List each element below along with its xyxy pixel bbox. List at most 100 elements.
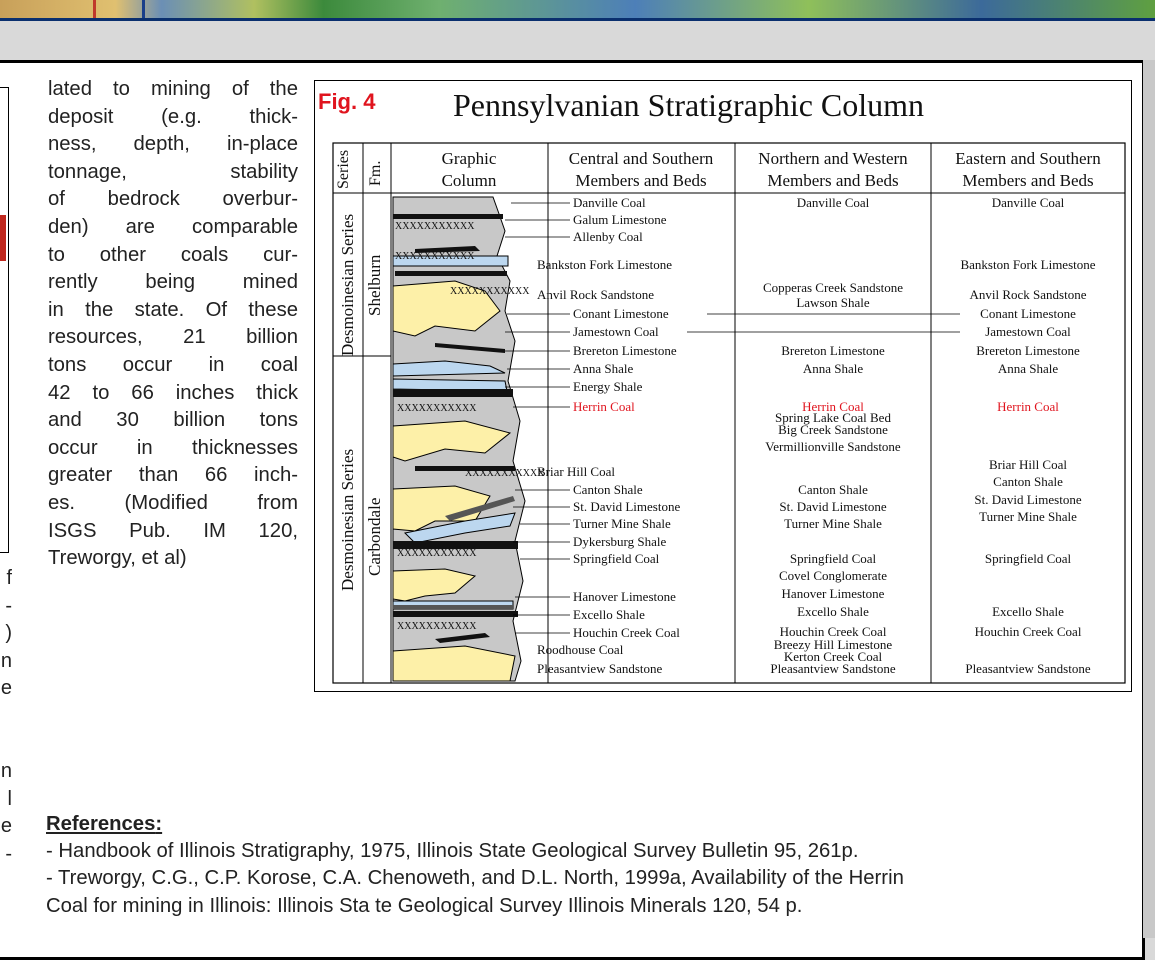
body-line: resources, 21 billion: [48, 326, 298, 349]
eastern-unit: Springfield Coal: [985, 551, 1072, 566]
stratigraphic-figure: Fig. 4 Pennsylvanian Stratigraphic Colum…: [314, 80, 1132, 692]
eastern-unit: Danville Coal: [992, 195, 1065, 210]
northern-unit: Kerton Creek Coal: [784, 649, 883, 664]
central-unit: Anna Shale: [573, 361, 634, 376]
eastern-unit: Canton Shale: [993, 474, 1063, 489]
body-line: greater than 66 inch-: [48, 464, 298, 487]
central-unit: Excello Shale: [573, 607, 645, 622]
eastern-unit: Excello Shale: [992, 604, 1064, 619]
northern-unit: Canton Shale: [798, 482, 868, 497]
central-unit: Pleasantview Sandstone: [537, 661, 663, 676]
eastern-unit: Conant Limestone: [980, 306, 1076, 321]
coal-bed: [435, 343, 505, 353]
central-unit: Springfield Coal: [573, 551, 660, 566]
northern-unit: Lawson Shale: [796, 295, 870, 310]
sandstone-body: [392, 485, 491, 532]
right-scrollbar[interactable]: [1143, 60, 1155, 938]
central-unit: Dykersburg Shale: [573, 534, 667, 549]
underclay-symbol: XXXXXXXXXXX: [395, 221, 475, 232]
body-line: ISGS Pub. IM 120,: [48, 519, 298, 542]
map-stripe: [142, 0, 145, 18]
left-text-fragment: n: [0, 760, 12, 783]
eastern-header: Members and Beds: [962, 171, 1093, 190]
sandstone-body: [392, 420, 512, 462]
eastern-unit: St. David Limestone: [974, 492, 1081, 507]
central-unit: Roodhouse Coal: [537, 642, 624, 657]
body-line: tonnage, stability: [48, 160, 298, 183]
figure-title: Pennsylvanian Stratigraphic Column: [453, 87, 925, 123]
northern-unit: Brereton Limestone: [781, 343, 885, 358]
central-unit: Conant Limestone: [573, 306, 669, 321]
body-line: Treworgy, et al): [48, 547, 187, 570]
series-name: Desmoinesian Series: [338, 449, 357, 591]
eastern-unit: Turner Mine Shale: [979, 509, 1077, 524]
central-unit: Houchin Creek Coal: [573, 625, 680, 640]
northern-unit: Pleasantview Sandstone: [770, 661, 896, 676]
northern-unit: Herrin Coal: [802, 399, 864, 414]
body-line: rently being mined: [48, 271, 298, 294]
northern-unit: Springfield Coal: [790, 551, 877, 566]
eastern-unit: Anvil Rock Sandstone: [970, 287, 1087, 302]
left-figure-edge: [0, 87, 9, 553]
coal-bed: [395, 271, 507, 276]
underclay-symbol: XXXXXXXXXXX: [397, 621, 477, 632]
body-line: occur in thicknesses: [48, 436, 298, 459]
northern-unit: Turner Mine Shale: [784, 516, 882, 531]
coal-bed: [415, 246, 480, 253]
eastern-unit: Anna Shale: [998, 361, 1059, 376]
coal-bed: [393, 611, 518, 617]
central-unit: Galum Limestone: [573, 212, 667, 227]
references-section: References: - Handbook of Illinois Strat…: [46, 811, 1146, 920]
eastern-unit: Brereton Limestone: [976, 343, 1080, 358]
body-line: and 30 billion tons: [48, 409, 298, 432]
left-text-fragment: n: [0, 649, 12, 672]
central-unit: Energy Shale: [573, 379, 643, 394]
map-stripe: [93, 0, 96, 18]
eastern-header: Eastern and Southern: [955, 149, 1101, 168]
formation-name: Shelburn: [365, 254, 384, 316]
eastern-unit: Houchin Creek Coal: [975, 624, 1082, 639]
sandstone-body: [392, 280, 501, 337]
central-unit: Herrin Coal: [573, 399, 635, 414]
body-line: to other coals cur-: [48, 243, 298, 266]
left-text-fragment: l: [7, 787, 12, 810]
coal-bed: [415, 466, 515, 471]
body-line: lated to mining of the: [48, 78, 298, 100]
central-unit: Danville Coal: [573, 195, 646, 210]
left-text-fragment: e: [0, 677, 12, 700]
central-unit: Hanover Limestone: [573, 589, 676, 604]
northern-header: Northern and Western: [758, 149, 908, 168]
central-header: Members and Beds: [575, 171, 706, 190]
underclay-symbol: XXXXXXXXXXX: [397, 403, 477, 414]
eastern-unit: Pleasantview Sandstone: [965, 661, 1091, 676]
coal-bed: [393, 389, 513, 397]
body-line: ness, depth, in-place: [48, 133, 298, 156]
body-line: deposit (e.g. thick-: [48, 105, 298, 128]
left-text-fragment: -: [5, 594, 12, 617]
northern-header: Members and Beds: [767, 171, 898, 190]
central-unit: Anvil Rock Sandstone: [537, 287, 654, 302]
northern-unit: Vermillionville Sandstone: [765, 439, 901, 454]
central-unit: Jamestown Coal: [573, 324, 659, 339]
series-name: Desmoinesian Series: [338, 214, 357, 356]
northern-unit: Hanover Limestone: [782, 586, 885, 601]
central-unit: St. David Limestone: [573, 499, 680, 514]
northern-unit: Houchin Creek Coal: [780, 624, 887, 639]
northern-unit: Excello Shale: [797, 604, 869, 619]
limestone-layer: [392, 360, 506, 377]
graphic-header: Graphic: [442, 149, 497, 168]
sandstone-body: [392, 645, 516, 682]
eastern-unit: Herrin Coal: [997, 399, 1059, 414]
northern-unit: Covel Conglomerate: [779, 568, 887, 583]
underclay-symbol: XXXXXXXXXXX: [450, 286, 530, 297]
coal-bed: [393, 214, 503, 219]
body-paragraph: lated to mining of the deposit (e.g. thic…: [48, 76, 298, 573]
central-unit: Turner Mine Shale: [573, 516, 671, 531]
reference-line: - Treworgy, C.G., C.P. Korose, C.A. Chen…: [46, 867, 904, 890]
left-text-fragment: e: [0, 815, 12, 838]
body-line: tons occur in coal: [48, 353, 298, 376]
northern-unit: Breezy Hill Limestone: [774, 637, 893, 652]
shale-layer: [393, 605, 513, 609]
northern-unit: Copperas Creek Sandstone: [763, 280, 903, 295]
reference-line: - Handbook of Illinois Stratigraphy, 197…: [46, 840, 859, 863]
